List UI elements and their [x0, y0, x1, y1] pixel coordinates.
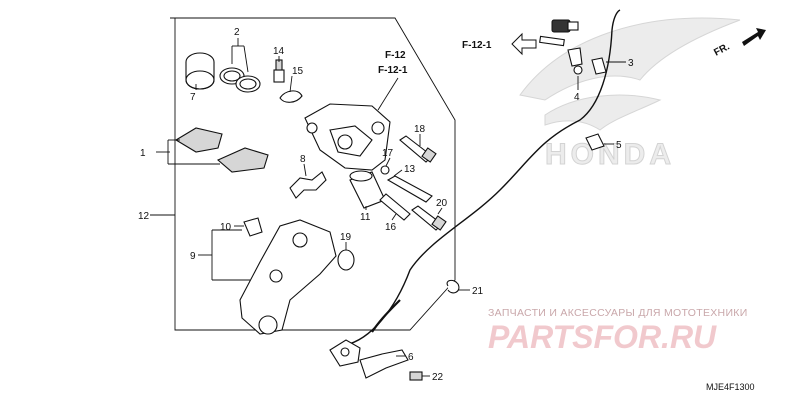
brake-pads	[174, 127, 269, 173]
svg-text:FR.: FR.	[712, 41, 732, 58]
clamp-5	[585, 133, 605, 151]
assembly-frame	[170, 17, 456, 331]
callout-13: 13	[404, 164, 416, 175]
callout-1: 1	[140, 148, 146, 159]
callout-17: 17	[382, 148, 394, 159]
ref-main-bottom: F-12-1	[378, 65, 408, 76]
callout-22: 22	[432, 372, 444, 383]
callout-20: 20	[436, 198, 448, 209]
callout-6: 6	[408, 352, 414, 363]
callout-7: 7	[190, 92, 196, 103]
callout-9: 9	[190, 251, 196, 262]
honda-wordmark: HONDA	[545, 138, 675, 171]
callout-19: 19	[340, 232, 352, 243]
bleeder-cap	[279, 90, 303, 103]
callout-2: 2	[234, 27, 240, 38]
pad-retainer	[243, 217, 263, 237]
sensor-cable	[344, 9, 621, 346]
callout-12: 12	[138, 211, 150, 222]
callout-15: 15	[292, 66, 304, 77]
callout-21: 21	[472, 286, 484, 297]
diagram-code: MJE4F1300	[706, 382, 755, 392]
callout-5: 5	[616, 140, 622, 151]
callout-3: 3	[628, 58, 634, 69]
callout-8: 8	[300, 154, 306, 165]
ref-sensor: F-12-1	[462, 40, 492, 51]
slide-pin-16	[379, 193, 411, 221]
pin-bolt-18	[399, 135, 437, 163]
clip	[380, 165, 390, 175]
callout-4: 4	[574, 92, 580, 103]
clamp-4	[567, 47, 583, 75]
ref-arrow-sensor: F-12-1	[462, 32, 537, 56]
caliper-body	[304, 103, 391, 171]
slide-pin-13	[386, 175, 433, 203]
pin-bolt-20	[411, 205, 447, 231]
callout-11: 11	[360, 212, 371, 223]
bolt-22	[409, 371, 423, 381]
sensor-connector	[551, 19, 579, 33]
bracket-boot	[337, 249, 355, 271]
pad-spring	[289, 171, 327, 199]
ref-main-top: F-12	[385, 50, 406, 61]
clamp-21	[446, 279, 460, 294]
piston	[185, 52, 215, 90]
sensor-bolt-head	[539, 35, 565, 47]
honda-wing-logo: HONDA	[519, 17, 741, 172]
callout-16: 16	[385, 222, 397, 233]
callout-10: 10	[220, 222, 232, 233]
slide-pin-boot	[349, 170, 386, 209]
watermark-logo: PARTSFOR.RU	[488, 319, 717, 355]
clamp-3	[591, 57, 607, 75]
callout-lines	[150, 38, 626, 377]
callout-14: 14	[273, 46, 285, 57]
callout-18: 18	[414, 124, 426, 135]
sensor-stay	[359, 349, 409, 379]
piston-seals	[219, 67, 261, 93]
sensor-body	[329, 339, 361, 367]
caliper-bracket	[239, 219, 337, 335]
watermark-caption: ЗАПЧАСТИ И АКСЕССУАРЫ ДЛЯ МОТОТЕХНИКИ	[488, 307, 748, 319]
bleeder-valve	[273, 59, 285, 83]
front-direction-indicator: FR.	[712, 28, 766, 59]
